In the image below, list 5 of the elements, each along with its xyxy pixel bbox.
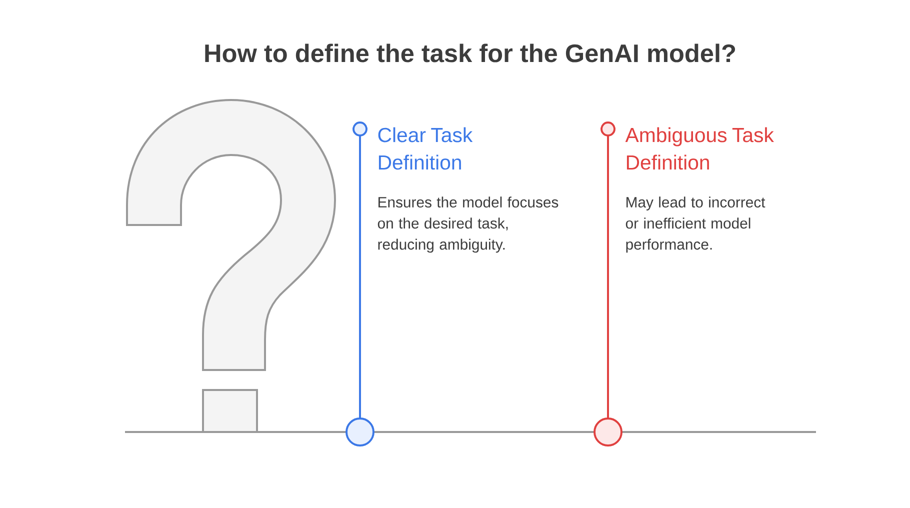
description: Ensures the model focuses on the desired task, reducing ambiguity. — [378, 196, 558, 253]
heading: Clear Task Definition — [378, 127, 473, 170]
title: How to define the task for the GenAI model? — [205, 44, 736, 62]
heading: Ambiguous Task Definition — [625, 127, 774, 170]
description: May lead to incorrect or inefficient model performance. — [626, 196, 766, 253]
